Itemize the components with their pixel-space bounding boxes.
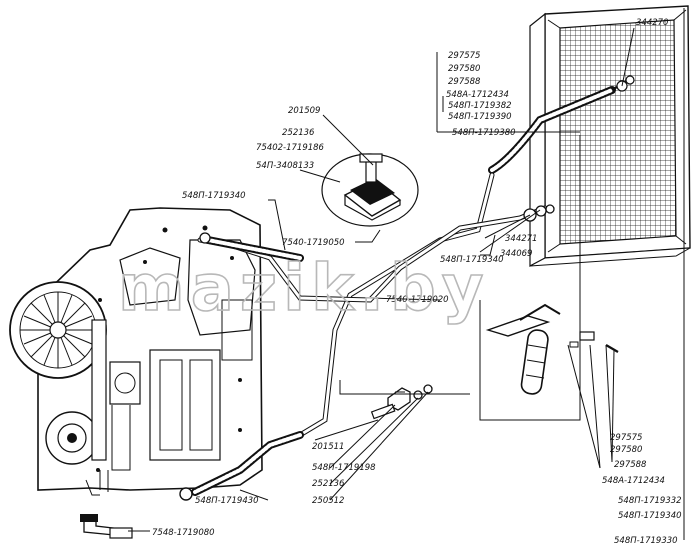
label-344271: 344271 xyxy=(505,234,537,244)
label-344270: 344270 xyxy=(636,18,668,28)
lower-hose xyxy=(179,431,304,501)
engine-assembly xyxy=(9,207,263,496)
label-548p-1719332: 548П-1719332 xyxy=(618,496,682,506)
short-hose xyxy=(204,236,304,262)
label-252136-top: 252136 xyxy=(282,128,315,138)
label-548p-1719340-right: 548П-1719340 xyxy=(618,511,682,521)
label-201511: 201511 xyxy=(312,442,344,452)
hose-to-radiator xyxy=(488,75,635,174)
clamp-detail xyxy=(321,153,419,227)
label-548p-1719198: 548П-1719198 xyxy=(312,463,376,473)
part-labels: 344270 297575 297580 297588 548A-1712434… xyxy=(152,18,682,546)
return-pipe xyxy=(297,172,495,438)
watermark: mazik.by xyxy=(118,252,489,326)
elbow-fitting xyxy=(80,514,133,539)
label-297575-top: 297575 xyxy=(448,51,480,61)
label-548p-1719390: 548П-1719390 xyxy=(448,112,512,122)
label-548p-1719340-left: 548П-1719340 xyxy=(182,191,246,201)
label-75402-1719186: 75402-1719186 xyxy=(256,143,325,153)
leader-lines xyxy=(128,8,685,540)
label-344069: 344069 xyxy=(500,249,532,259)
label-548p-1719380: 548П-1719380 xyxy=(452,128,516,138)
label-7540-1719050: 7540-1719050 xyxy=(282,238,345,248)
radiator xyxy=(529,5,691,267)
label-548p-1719382: 548П-1719382 xyxy=(448,101,512,111)
label-297588-bottom: 297588 xyxy=(614,460,647,470)
label-548p-1719340-mid: 548П-1719340 xyxy=(440,255,504,265)
label-252136-bottom: 252136 xyxy=(312,479,345,489)
label-7540-1719020: 7540-1719020 xyxy=(386,295,449,305)
drain-key-detail xyxy=(485,303,619,395)
label-297575-bottom: 297575 xyxy=(610,433,642,443)
label-548a-1712434-top: 548A-1712434 xyxy=(446,90,509,100)
label-201509: 201509 xyxy=(288,106,320,116)
label-7548-1719080: 7548-1719080 xyxy=(152,528,215,538)
label-250512: 250512 xyxy=(312,496,344,506)
label-548a-1712434-bottom: 548A-1712434 xyxy=(602,476,665,486)
label-297580-bottom: 297580 xyxy=(610,445,642,455)
label-297580-top: 297580 xyxy=(448,64,480,74)
label-548p-1719430: 548П-1719430 xyxy=(195,496,259,506)
label-54p-3408133: 54П-3408133 xyxy=(256,161,314,171)
label-548p-1719330: 548П-1719330 xyxy=(614,536,678,546)
label-297588-top: 297588 xyxy=(448,77,481,87)
